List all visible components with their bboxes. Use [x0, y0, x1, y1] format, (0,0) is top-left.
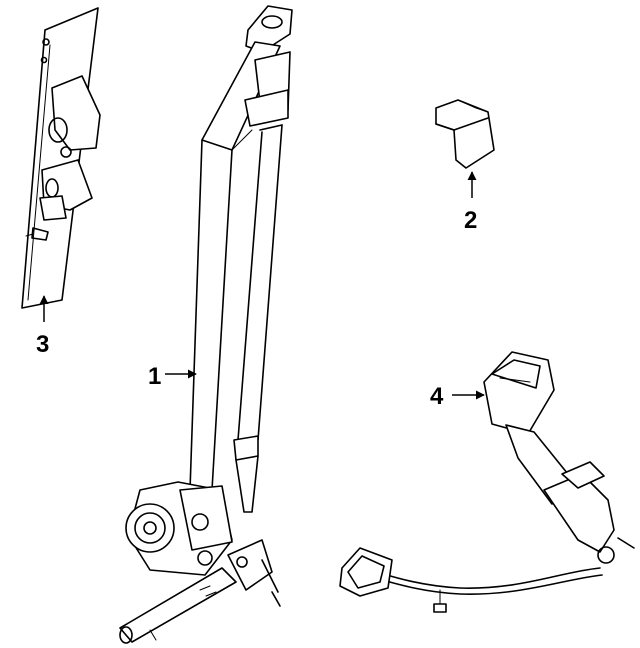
part-4-buckle-assembly[interactable]: [339, 351, 635, 613]
part-1-seat-belt-assembly[interactable]: [119, 5, 293, 644]
callout-3: 3: [36, 331, 49, 358]
callout-2: 2: [464, 207, 477, 234]
callout-1: 1: [148, 363, 161, 390]
callout-4: 4: [430, 383, 444, 410]
part-3-pillar-trim[interactable]: [21, 7, 101, 309]
part-2-cover-cap[interactable]: [435, 99, 495, 169]
